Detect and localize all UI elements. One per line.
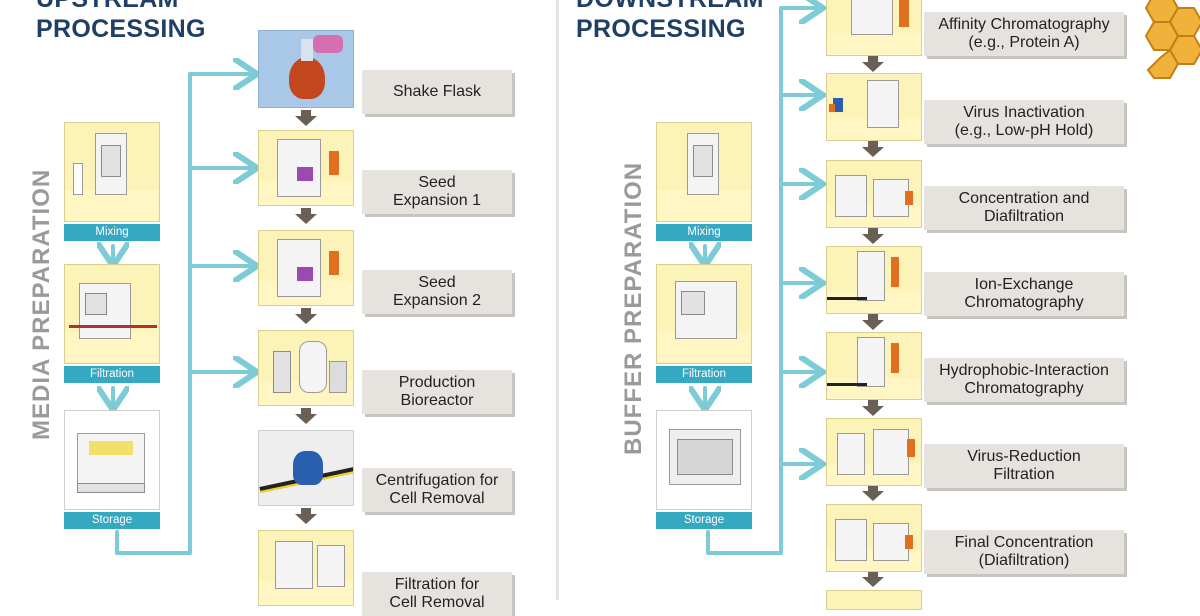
filtration-cell-removal-illustration	[258, 530, 354, 606]
upstream-title-line2: PROCESSING	[36, 15, 206, 43]
virus-reduction-filtration-illustration	[826, 418, 922, 486]
media-storage-tag: Storage	[64, 512, 160, 529]
buffer-mixing-illustration	[656, 122, 752, 222]
upstream-step-arrows	[295, 110, 317, 524]
hydrophobic-interaction-illustration	[826, 332, 922, 400]
media-supply-line	[115, 74, 253, 555]
next-step-illustration-cropped	[826, 590, 922, 610]
step-final-concentration-label: Final Concentration(Diafiltration)	[924, 530, 1124, 574]
step-affinity-chromatography-label: Affinity Chromatography(e.g., Protein A)	[924, 12, 1124, 56]
downstream-title: DOWNSTREAM PROCESSING	[576, 0, 764, 44]
step-shake-flask-label: Shake Flask	[362, 70, 512, 114]
final-concentration-illustration	[826, 504, 922, 572]
downstream-step-arrows	[862, 56, 884, 587]
virus-inactivation-illustration	[826, 73, 922, 141]
buffer-storage-tag: Storage	[656, 512, 752, 529]
seed-expansion-2-illustration	[258, 230, 354, 306]
buffer-supply-line	[706, 8, 819, 555]
buffer-storage-illustration	[656, 410, 752, 510]
production-bioreactor-illustration	[258, 330, 354, 406]
media-filtration-tag: Filtration	[64, 366, 160, 383]
centrifugation-illustration	[258, 430, 354, 506]
media-filtration-illustration	[64, 264, 160, 364]
honeycomb-decoration	[1144, 0, 1200, 79]
media-mixing-tag: Mixing	[64, 224, 160, 241]
section-divider	[556, 0, 559, 600]
buffer-filtration-illustration	[656, 264, 752, 364]
media-mixing-illustration	[64, 122, 160, 222]
buffer-filtration-tag: Filtration	[656, 366, 752, 383]
downstream-title-line2: PROCESSING	[576, 15, 746, 43]
upstream-title-line1: UPSTREAM	[36, 0, 206, 14]
downstream-title-line1: DOWNSTREAM	[576, 0, 764, 14]
seed-expansion-1-illustration	[258, 130, 354, 206]
shake-flask-illustration	[258, 30, 354, 108]
affinity-chromatography-illustration	[826, 0, 922, 56]
concentration-diafiltration-illustration	[826, 160, 922, 228]
flow-connectors	[0, 0, 884, 587]
ion-exchange-illustration	[826, 246, 922, 314]
upstream-title: UPSTREAM PROCESSING	[36, 0, 206, 44]
step-virus-inactivation-label: Virus Inactivation(e.g., Low-pH Hold)	[924, 100, 1124, 144]
buffer-mixing-tag: Mixing	[656, 224, 752, 241]
media-storage-illustration	[64, 410, 160, 510]
